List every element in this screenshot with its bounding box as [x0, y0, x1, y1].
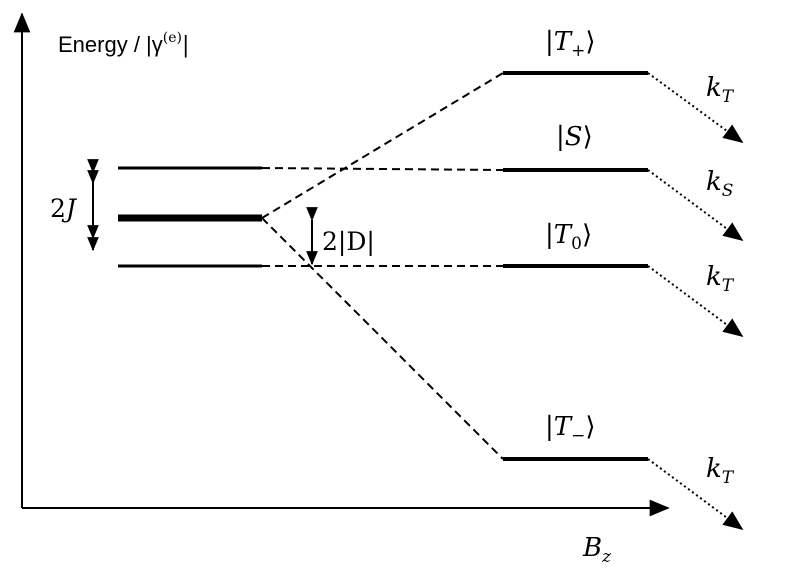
rate-k-t-2: kT	[706, 262, 735, 296]
label-s: |S⟩	[556, 122, 593, 152]
dash-t-minus	[261, 217, 504, 460]
rate-k-s: kS	[706, 167, 733, 201]
label-2j: 2J	[50, 194, 78, 223]
dash-t-plus	[261, 72, 504, 219]
y-axis-label: Energy / |γ(e)|	[58, 30, 189, 58]
label-t-minus: |T−⟩	[545, 412, 596, 446]
x-axis-label: Bz	[582, 533, 612, 567]
rate-k-t-1: kT	[706, 73, 735, 107]
rate-k-t-3: kT	[706, 454, 735, 488]
label-t-zero: |T0⟩	[545, 220, 592, 254]
label-2d: 2|D|	[322, 227, 375, 257]
label-t-plus: |T+⟩	[545, 27, 596, 61]
decay-arrow-t-plus	[647, 72, 744, 143]
dash-s	[261, 167, 504, 171]
